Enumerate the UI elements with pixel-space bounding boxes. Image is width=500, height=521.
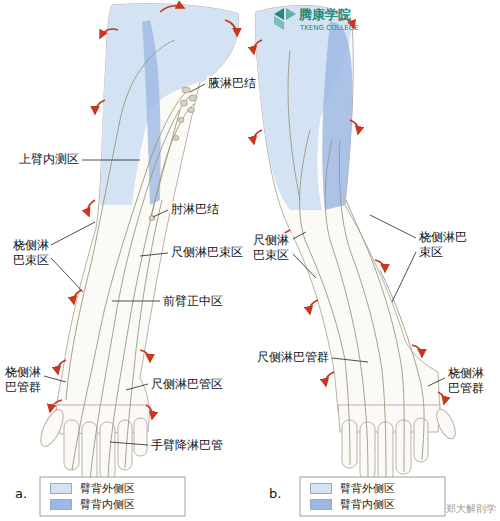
legend-swatch	[310, 483, 332, 494]
part-label: 肘淋巴结	[170, 202, 220, 217]
part-label: 桡侧淋巴束区	[12, 238, 53, 268]
legend-box	[300, 477, 445, 516]
legend-text: 臂背外侧区	[80, 482, 135, 495]
part-label: 尺侧淋巴束区	[252, 233, 293, 263]
legend-swatch	[50, 499, 72, 510]
logo-icon	[274, 8, 296, 30]
watermark: 腾康学院	[298, 7, 352, 23]
panel-letter: b.	[268, 486, 282, 502]
part-label: 尺侧淋巴束区	[170, 245, 244, 260]
part-label: 腋淋巴结	[207, 76, 257, 91]
part-label: 手臂降淋巴管	[150, 438, 224, 453]
part-label: 尺侧淋巴管区	[150, 377, 224, 392]
part-label: 前臂正中区	[162, 294, 224, 309]
watermark: 郑大解剖学	[445, 503, 497, 516]
part-label: 桡侧淋巴束区	[418, 230, 471, 260]
legend-text: 臂背内侧区	[80, 498, 135, 511]
part-label: 桡侧淋巴管群	[447, 366, 488, 396]
part-label: 尺侧淋巴管群	[256, 350, 330, 365]
legend-text: 臂背外侧区	[340, 482, 395, 495]
watermark: TKENG COLLEGE	[299, 24, 360, 33]
legend-text: 臂背内侧区	[340, 498, 395, 511]
leader-lines	[44, 84, 445, 445]
legend-swatch	[310, 499, 332, 510]
part-label: 桡侧淋巴管群	[4, 365, 45, 395]
part-label: 上臂内测区	[18, 152, 80, 167]
panel-letter: a.	[14, 486, 28, 502]
legend-swatch	[50, 483, 72, 494]
legend-box	[40, 477, 185, 516]
